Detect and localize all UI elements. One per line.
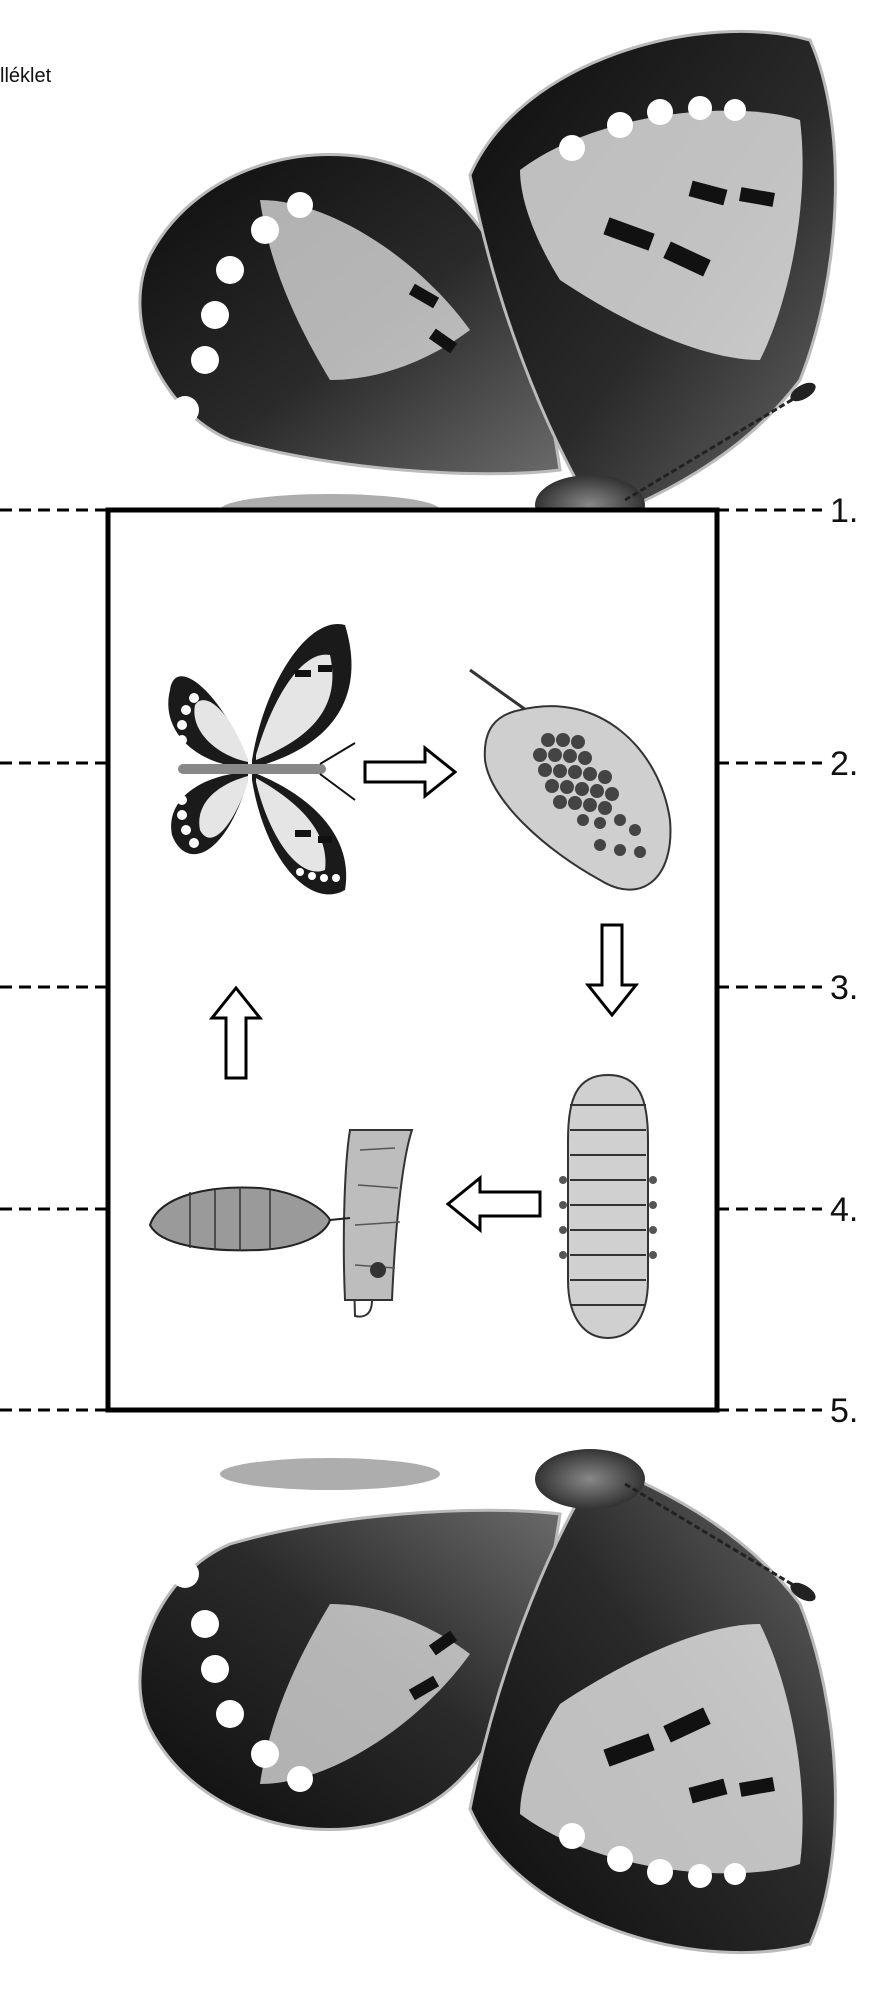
line-number-3: 3. [830,969,858,1007]
line-number-1: 1. [830,492,858,530]
large-butterfly-top [140,31,836,535]
line-number-5: 5. [830,1392,858,1430]
large-butterfly-bottom [140,1449,836,1953]
caterpillar-illustration [559,1075,657,1338]
line-number-4: 4. [830,1191,858,1229]
header-label: lléklet [0,65,52,87]
line-number-2: 2. [830,745,858,783]
